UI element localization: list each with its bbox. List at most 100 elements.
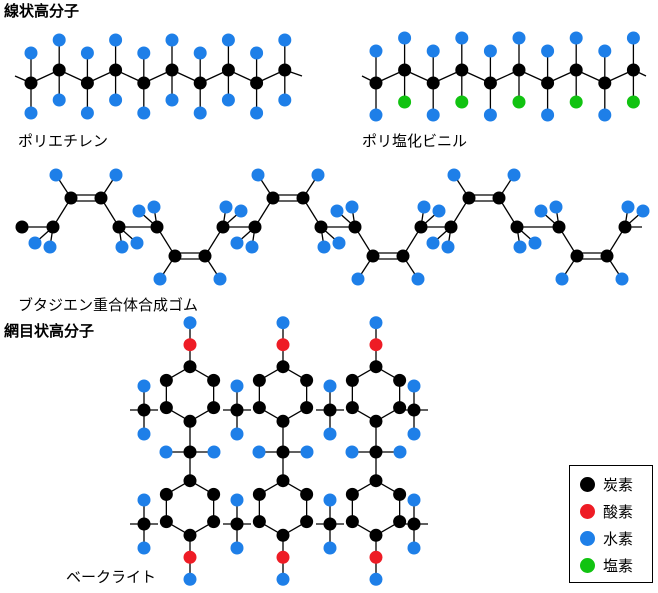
hydrogen-atom (28, 236, 42, 250)
hydrogen-atom (132, 204, 146, 218)
chlorine-atom (455, 95, 469, 109)
oxygen-atom (276, 550, 290, 564)
carbon-atom (369, 76, 383, 90)
carbon-atom (150, 220, 164, 234)
hydrogen-atom (323, 379, 337, 393)
hydrogen-atom (52, 93, 66, 107)
carbon-atom (216, 220, 230, 234)
carbon-atom (455, 63, 469, 77)
hydrogen-atom (183, 572, 197, 586)
hydrogen-atom (369, 44, 383, 58)
carbon-atom (137, 517, 151, 531)
carbon-atom (462, 191, 476, 205)
carbon-atom (64, 191, 78, 205)
hydrogen-atom (369, 108, 383, 122)
carbon-atom (366, 249, 380, 263)
hydrogen-atom (507, 168, 521, 182)
legend-label-hydrogen: 水素 (603, 529, 634, 548)
hydrogen-atom (165, 33, 179, 47)
hydrogen-atom (245, 240, 259, 254)
carbon-atom (276, 360, 290, 374)
carbon-atom (278, 63, 292, 77)
carbon-atom (393, 373, 407, 387)
hydrogen-atom (483, 44, 497, 58)
carbon-atom (183, 528, 197, 542)
carbon-atom (570, 249, 584, 263)
carbon-atom (300, 515, 314, 529)
hydrogen-atom (598, 44, 612, 58)
carbon-atom (276, 474, 290, 488)
hydrogen-atom (24, 106, 38, 120)
carbon-atom (444, 220, 458, 234)
carbon-atom (323, 403, 337, 417)
hydrogen-atom (109, 93, 123, 107)
hydrogen-atom (24, 46, 38, 60)
carbon-atom (276, 528, 290, 542)
legend-item-chlorine: 塩素 (580, 554, 633, 576)
carbon-atom (221, 63, 235, 77)
hydrogen-atom (332, 236, 346, 250)
carbon-atom (323, 517, 337, 531)
carbon-atom (483, 76, 497, 90)
hydrogen-atom (221, 33, 235, 47)
hydrogen-atom (407, 493, 421, 507)
carbon-atom (569, 63, 583, 77)
carbon-atom (276, 414, 290, 428)
hydrogen-atom (369, 316, 383, 330)
carbon-atom (369, 445, 383, 459)
legend-label-carbon: 炭素 (603, 475, 634, 494)
carbon-atom (552, 220, 566, 234)
hydrogen-atom (276, 572, 290, 586)
oxygen-atom (369, 338, 383, 352)
hydrogen-atom (345, 445, 359, 459)
legend-label-chlorine: 塩素 (603, 556, 634, 575)
hydrogen-atom (621, 200, 635, 214)
carbon-atom (252, 373, 266, 387)
carbon-atom (618, 220, 632, 234)
hydrogen-atom (323, 493, 337, 507)
chlorine-atom (569, 95, 583, 109)
hydrogen-atom (137, 46, 151, 60)
carbon-atom (198, 249, 212, 263)
carbon-atom (598, 76, 612, 90)
carbon-atom (252, 401, 266, 415)
carbon-atom (159, 373, 173, 387)
oxygen-atom (183, 338, 197, 352)
hydrogen-atom (513, 240, 527, 254)
hydrogen-atom (147, 200, 161, 214)
hydrogen-atom (165, 93, 179, 107)
hydrogen-atom (193, 46, 207, 60)
hydrogen-atom (109, 33, 123, 47)
carbon-atom (137, 403, 151, 417)
carbon-atom (193, 76, 207, 90)
hydrogen-atom (426, 108, 440, 122)
hydrogen-atom (512, 31, 526, 45)
hydrogen-atom (598, 108, 612, 122)
hydrogen-atom (398, 31, 412, 45)
chlorine-atom (512, 95, 526, 109)
carbon-atom (183, 445, 197, 459)
carbon-atom (266, 191, 280, 205)
hydrogen-atom (230, 427, 244, 441)
carbon-atom (345, 401, 359, 415)
hydrogen-atom (221, 93, 235, 107)
carbon-atom (15, 220, 29, 234)
carbon-atom (314, 220, 328, 234)
hydrogen-atom (137, 427, 151, 441)
hydrogen-atom (252, 445, 266, 459)
carbon-atom (541, 76, 555, 90)
hydrogen-atom (230, 379, 244, 393)
hydrogen-atom (441, 240, 455, 254)
hydrogen-atom (549, 200, 563, 214)
hydrogen-atom (426, 236, 440, 250)
hydrogen-atom (153, 272, 167, 286)
hydrogen-atom (407, 427, 421, 441)
hydrogen-atom (43, 240, 57, 254)
hydrogen-atom (183, 316, 197, 330)
carbon-atom (296, 191, 310, 205)
hydrogen-atom (323, 427, 337, 441)
oxygen-atom (369, 550, 383, 564)
carbon-atom (24, 76, 38, 90)
hydrogen-atom (407, 541, 421, 555)
